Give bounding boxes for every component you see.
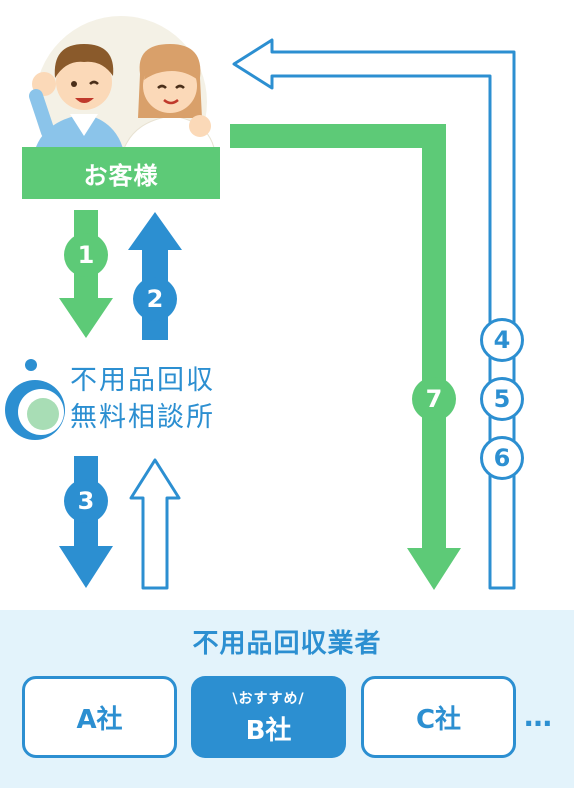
step-4-badge: 4 xyxy=(480,318,524,362)
step-3-badge: 3 xyxy=(64,479,108,523)
arrow-step-7 xyxy=(230,124,461,590)
step-6-badge: 6 xyxy=(480,436,524,480)
center-logo-icon xyxy=(5,359,65,440)
vendor-b-name: B社 xyxy=(245,715,292,746)
flow-arrows xyxy=(59,38,516,590)
arrow-step-2 xyxy=(128,212,182,340)
customer-label: お客様 xyxy=(22,147,220,199)
vendor-c-name: C社 xyxy=(415,704,462,735)
vendor-b-card: \おすすめ/ B社 xyxy=(191,676,346,758)
vendor-a-name: A社 xyxy=(76,704,123,735)
center-name-line2: 無料相談所 xyxy=(70,402,215,433)
center-name-line1: 不用品回収 xyxy=(70,365,215,396)
customer-couple-illustration xyxy=(29,16,217,164)
more-vendors-ellipsis: … xyxy=(524,700,553,733)
vendor-a-card: A社 xyxy=(22,676,177,758)
step-5-badge: 5 xyxy=(480,377,524,421)
center-name: 不用品回収 無料相談所 xyxy=(70,362,250,436)
arrow-steps-4-6 xyxy=(232,38,516,590)
vendor-c-card: C社 xyxy=(361,676,516,758)
step-1-badge: 1 xyxy=(64,233,108,277)
step-2-badge: 2 xyxy=(133,277,177,321)
recommended-tag: \おすすめ/ xyxy=(232,690,305,707)
arrow-vendor-to-center xyxy=(129,458,181,590)
vendors-title: 不用品回収業者 xyxy=(192,629,382,659)
step-7-badge: 7 xyxy=(412,377,456,421)
